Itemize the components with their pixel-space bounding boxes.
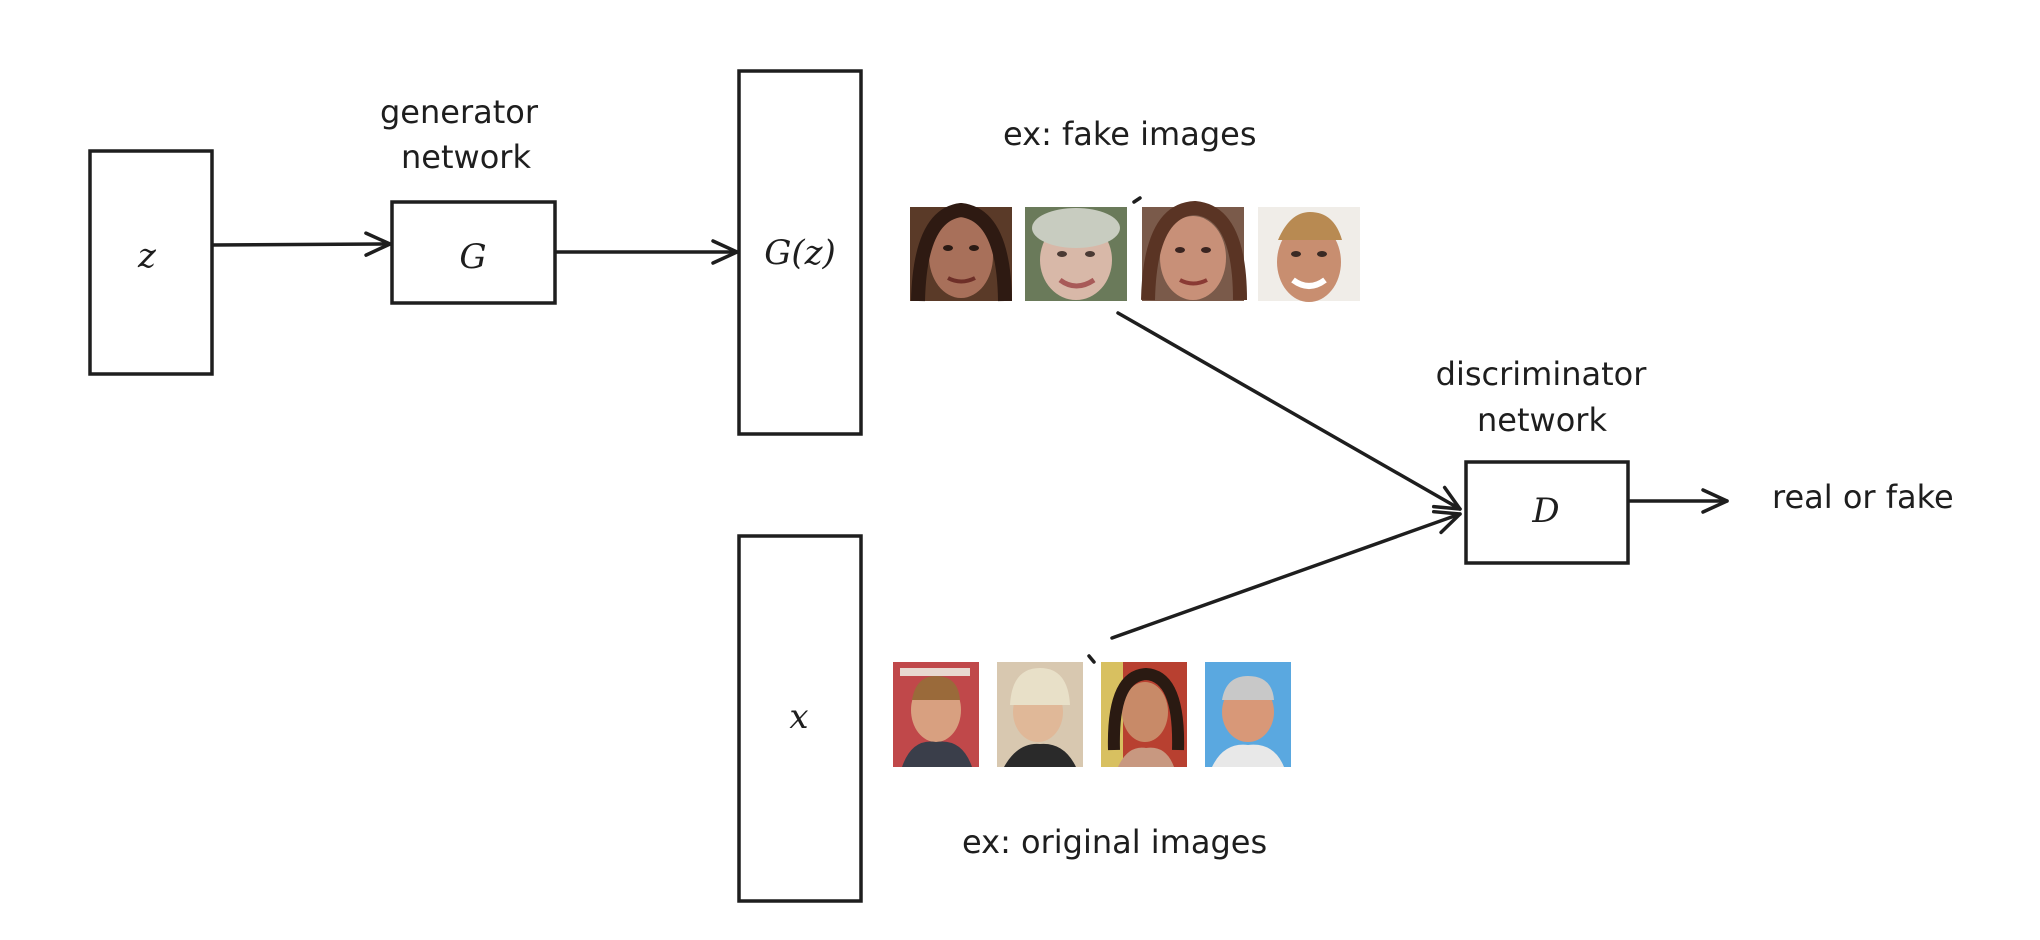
node-g-label: G [459,237,486,277]
node-x-label: x [789,697,808,737]
node-d-label: D [1531,491,1559,531]
generator-label-line1: generator [380,93,539,131]
edge-real-to-d [1110,509,1462,640]
fake-images-caption: ex: fake images [1003,115,1256,153]
real-face-2 [997,662,1083,767]
edge-fake-to-d [1116,311,1462,511]
edge-z-to-g [210,231,392,257]
original-image-strip [893,662,1291,767]
fake-face-3 [1141,200,1247,301]
fake-face-4 [1258,207,1360,302]
node-gz: G(z) [737,69,863,436]
fake-image-strip [910,200,1360,302]
original-images-caption: ex: original images [962,823,1267,861]
stray-mark-1 [1132,196,1142,204]
discriminator-label-line2: network [1477,401,1607,439]
stray-mark-2 [1087,654,1096,664]
output-label: real or fake [1772,478,1954,516]
node-x: x [737,534,863,903]
fake-face-1 [910,202,1012,302]
real-face-4 [1205,662,1291,767]
fake-face-2 [1025,207,1127,301]
node-z: z [88,149,214,376]
node-z-label: z [137,236,157,276]
generator-label-line2: network [401,138,531,176]
node-gz-label: G(z) [764,233,836,273]
node-generator: generator network G [380,93,557,305]
node-discriminator: discriminator network D [1436,355,1648,565]
real-face-3 [1101,662,1187,767]
discriminator-label-line1: discriminator [1436,355,1648,393]
real-face-1 [893,662,979,767]
